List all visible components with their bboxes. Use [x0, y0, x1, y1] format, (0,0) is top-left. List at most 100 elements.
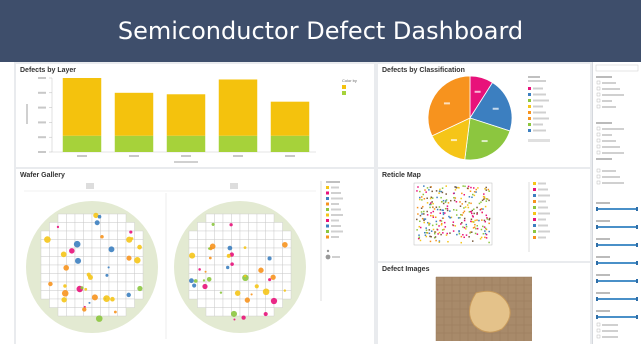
reticle-defect	[465, 234, 468, 236]
reticle-defect	[425, 231, 428, 234]
reticle-defect	[475, 191, 477, 193]
reticle-defect	[442, 217, 445, 219]
legend-title: Color by	[342, 78, 357, 83]
reticle-defect	[454, 225, 457, 227]
defect-dot	[233, 318, 236, 321]
filter-checkbox	[596, 150, 601, 155]
reticle-defect	[434, 231, 436, 233]
defect-dot	[103, 295, 110, 303]
reticle-defect	[485, 189, 488, 191]
filter-range-label	[596, 274, 610, 276]
reticle-defect	[458, 230, 460, 233]
defect-dot	[234, 290, 241, 296]
die	[205, 213, 215, 223]
reticle-defect	[417, 237, 420, 240]
defect-image-view[interactable]	[378, 263, 590, 344]
reticle-defect	[476, 212, 478, 214]
reticle-defect	[453, 196, 455, 199]
die	[282, 264, 292, 274]
filter-controls[interactable]	[593, 62, 641, 344]
die	[134, 273, 144, 283]
reticle-defect	[442, 209, 444, 212]
reticle-defect	[430, 203, 432, 206]
legend-swatch	[533, 194, 536, 197]
wafer-gallery-view[interactable]	[16, 169, 374, 344]
die	[83, 222, 93, 232]
legend-swatch	[533, 188, 536, 191]
reticle-defect	[441, 187, 444, 189]
reticle-defect	[480, 201, 482, 203]
reticle-defect	[438, 231, 441, 234]
reticle-defect	[432, 216, 435, 218]
die	[222, 290, 232, 300]
slider-handle	[596, 261, 598, 265]
reticle-defect	[434, 236, 437, 238]
die	[83, 239, 93, 249]
die	[125, 264, 135, 274]
die	[100, 247, 110, 257]
defect-images-panel[interactable]: Defect Images	[378, 263, 590, 344]
filter-range-slider	[597, 208, 638, 210]
reticle-defect	[473, 208, 475, 210]
reticle-defect	[430, 230, 433, 232]
die	[248, 239, 258, 249]
die	[117, 264, 127, 274]
reticle-defect	[438, 225, 440, 227]
reticle-defect	[458, 187, 460, 189]
reticle-map-panel[interactable]: Reticle Map	[378, 169, 590, 261]
legend-label	[538, 230, 550, 233]
reticle-defect	[485, 237, 488, 239]
legend-label	[331, 236, 339, 238]
die	[214, 273, 224, 283]
reticle-map-view[interactable]	[378, 169, 590, 261]
defect-dot	[48, 281, 53, 287]
die	[188, 239, 198, 249]
bar-segment	[270, 135, 310, 152]
defects-by-layer-chart[interactable]	[16, 64, 374, 167]
defect-dot	[88, 301, 91, 304]
defects-by-classification-panel[interactable]: Defects by Classification	[378, 64, 590, 167]
die	[49, 239, 59, 249]
die	[117, 230, 127, 240]
reticle-defect	[455, 201, 458, 203]
reticle-defect	[460, 235, 463, 238]
reticle-defect	[419, 220, 421, 223]
die	[214, 239, 224, 249]
defects-by-classification-chart[interactable]	[378, 64, 590, 167]
die	[108, 273, 118, 283]
reticle-defect	[423, 213, 425, 215]
reticle-defect	[429, 240, 432, 243]
die	[273, 247, 283, 257]
reticle-defect	[470, 202, 472, 205]
die	[83, 230, 93, 240]
slider-handle	[636, 207, 638, 211]
reticle-defect	[426, 232, 429, 234]
legend-title	[528, 76, 540, 78]
reticle-defect	[429, 203, 431, 206]
filter-checkbox	[596, 322, 601, 327]
legend-more	[528, 139, 550, 142]
reticle-defect	[454, 189, 457, 191]
reticle-defect	[419, 214, 422, 217]
die	[40, 281, 50, 291]
die	[273, 281, 283, 291]
defect-dot	[87, 274, 93, 280]
legend-label	[538, 224, 548, 227]
filter-sidebar[interactable]	[592, 62, 641, 344]
reticle-defect	[488, 222, 490, 225]
wafer-gallery-panel[interactable]: Wafer Gallery	[16, 169, 374, 344]
filter-option-label	[602, 100, 612, 102]
reticle-defect	[432, 202, 434, 205]
defects-by-layer-panel[interactable]: Defects by Layer Color by	[16, 64, 374, 167]
die	[256, 273, 266, 283]
die	[91, 256, 101, 266]
reticle-defect	[436, 208, 439, 211]
reticle-defect	[418, 234, 420, 236]
wafer-toolbar-button	[230, 183, 238, 189]
die	[83, 264, 93, 274]
legend-label	[331, 197, 343, 200]
legend-label	[331, 203, 339, 205]
die	[197, 298, 207, 308]
reticle-defect	[425, 227, 427, 229]
die	[74, 213, 84, 223]
